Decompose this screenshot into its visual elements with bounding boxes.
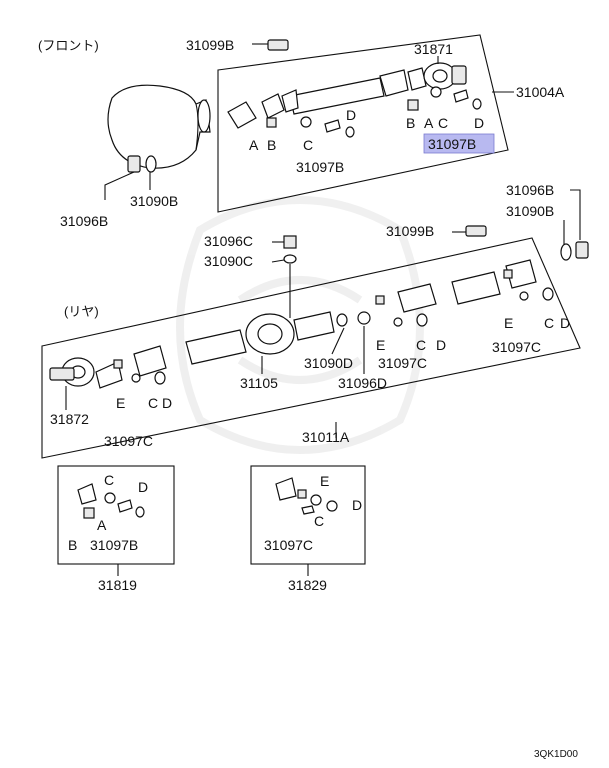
rear-letter-e-right: E (504, 315, 513, 331)
label-31097B-front: 31097B (296, 159, 344, 175)
leader-31096B-left (104, 171, 135, 200)
kit-31829-letter-e: E (320, 473, 329, 489)
label-31097C-box: 31097C (264, 537, 313, 553)
label-31829: 31829 (288, 577, 327, 593)
label-31872: 31872 (50, 411, 89, 427)
front-letter-c-left: C (303, 137, 313, 153)
front-letter-c-right: C (438, 115, 448, 131)
label-31097C-left: 31097C (104, 433, 153, 449)
kit-31819-letter-d: D (138, 479, 148, 495)
kit-31819-letter-c: C (104, 472, 114, 488)
front-propeller-shaft (227, 62, 467, 129)
rear-letter-e-left: E (116, 395, 125, 411)
label-31096B-right: 31096B (506, 182, 554, 198)
kit-31819-letter-b: B (68, 537, 77, 553)
rear-bolt (465, 225, 487, 237)
front-letter-a-right: A (424, 115, 434, 131)
kit-31829-parts (275, 477, 338, 515)
rear-letter-e-mid: E (376, 337, 385, 353)
label-31004A: 31004A (516, 84, 565, 100)
leader-31090C (271, 259, 285, 263)
label-31090B-right: 31090B (506, 203, 554, 219)
leader-31096B-right (570, 189, 581, 240)
front-letter-d-left: D (346, 107, 356, 123)
kit-31829-letter-d: D (352, 497, 362, 513)
rear-propeller-shaft (49, 259, 537, 389)
label-31090D: 31090D (304, 355, 353, 371)
rear-letter-c-left: C (148, 395, 158, 411)
front-flange-nut-washer (127, 155, 157, 173)
label-31099B-mid: 31099B (386, 223, 434, 239)
front-small-parts (266, 39, 482, 138)
label-31096D: 31096D (338, 375, 387, 391)
label-31871: 31871 (414, 41, 453, 57)
leader-31090D (331, 327, 345, 355)
label-31105: 31105 (240, 375, 278, 391)
front-section-title: (フロント) (38, 38, 99, 53)
center-bearing-washer (283, 254, 297, 264)
rear-letter-d-left: D (162, 395, 172, 411)
rear-flange-washer (560, 243, 572, 261)
rear-letter-c-right: C (544, 315, 554, 331)
label-31097C-mid: 31097C (378, 355, 427, 371)
rear-flange-nut (575, 241, 589, 259)
label-31819: 31819 (98, 577, 137, 593)
rear-section-title: (リヤ) (64, 304, 99, 319)
kit-31829-letter-c: C (314, 513, 324, 529)
label-31097B-box: 31097B (90, 537, 138, 553)
kit-31819-letter-a: A (97, 517, 107, 533)
rear-assembly-outline (41, 237, 581, 459)
front-letter-b-left: B (267, 137, 276, 153)
label-31096B-left: 31096B (60, 213, 108, 229)
rear-letter-c-mid: C (416, 337, 426, 353)
kit-31819-parts (77, 483, 145, 519)
label-31011A: 31011A (302, 429, 350, 445)
front-letter-b-right: B (406, 115, 415, 131)
rear-small-parts (113, 269, 554, 385)
rear-letter-d-mid: D (436, 337, 446, 353)
label-31090C: 31090C (204, 253, 253, 269)
label-31097C-right: 31097C (492, 339, 541, 355)
front-differential-housing (107, 84, 211, 169)
label-31090B-left: 31090B (130, 193, 178, 209)
label-31097B-selected[interactable]: 31097B (428, 136, 476, 152)
label-31096C: 31096C (204, 233, 253, 249)
selected-part-highlight (423, 133, 495, 154)
front-letter-a-left: A (249, 137, 259, 153)
center-bearing-nut (283, 235, 297, 249)
front-letter-d-right: D (474, 115, 484, 131)
diagram-code: 3QK1D00 (534, 749, 578, 760)
label-31099B-top: 31099B (186, 37, 234, 53)
rear-letter-d-right: D (560, 315, 570, 331)
front-assembly-outline (217, 34, 509, 213)
watermark-emblem (176, 196, 424, 454)
kit-box-31819 (57, 465, 175, 565)
